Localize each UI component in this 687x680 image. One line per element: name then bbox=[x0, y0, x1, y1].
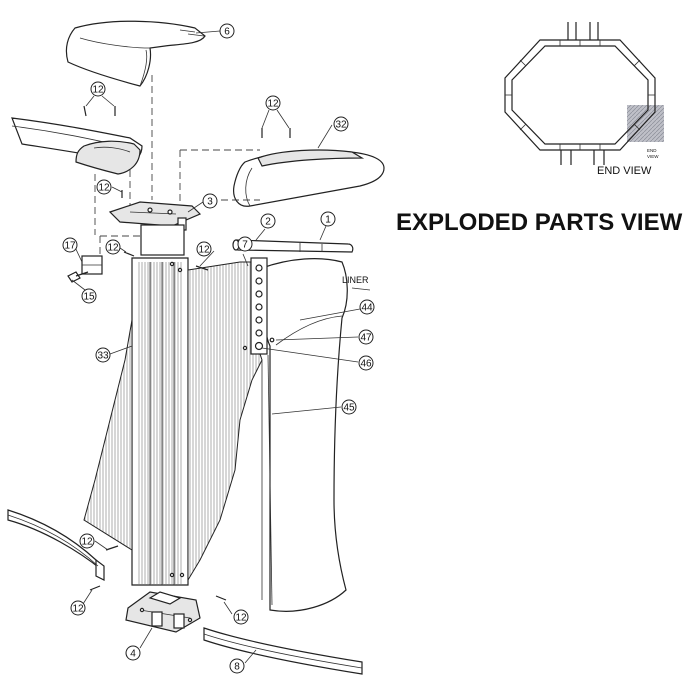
bottom-left-track bbox=[7, 509, 105, 581]
svg-text:12: 12 bbox=[81, 537, 93, 548]
svg-text:32: 32 bbox=[335, 120, 347, 131]
callout-4: 4 bbox=[125, 645, 141, 661]
callout-1: 1 bbox=[320, 211, 336, 227]
svg-text:15: 15 bbox=[83, 292, 95, 303]
callout-44: 44 bbox=[359, 299, 375, 315]
callout-12: 12 bbox=[196, 241, 212, 257]
page-title: EXPLODED PARTS VIEW bbox=[396, 209, 683, 236]
callout-47: 47 bbox=[358, 329, 374, 345]
svg-text:12: 12 bbox=[267, 99, 279, 110]
svg-text:8: 8 bbox=[234, 662, 240, 673]
part-1-2-pipe bbox=[232, 239, 354, 253]
callout-12: 12 bbox=[79, 533, 95, 549]
callout-12: 12 bbox=[265, 95, 281, 111]
callout-32: 32 bbox=[333, 116, 349, 132]
callout-33: 33 bbox=[95, 347, 111, 363]
callout-2: 2 bbox=[260, 213, 276, 229]
part-6-top-cap bbox=[65, 20, 206, 87]
part-32-top-rail bbox=[233, 149, 385, 207]
callout-12: 12 bbox=[105, 239, 121, 255]
callout-8: 8 bbox=[229, 658, 245, 674]
svg-text:12: 12 bbox=[72, 604, 84, 615]
svg-text:33: 33 bbox=[97, 351, 109, 362]
end-view-small-label-2: VIEW bbox=[647, 154, 659, 159]
svg-text:17: 17 bbox=[64, 241, 76, 252]
callout-46: 46 bbox=[358, 355, 374, 371]
svg-text:12: 12 bbox=[92, 85, 104, 96]
svg-text:12: 12 bbox=[235, 613, 247, 624]
svg-text:12: 12 bbox=[198, 245, 210, 256]
svg-text:12: 12 bbox=[107, 243, 119, 254]
part-33-upright bbox=[131, 224, 189, 586]
callout-7: 7 bbox=[237, 236, 253, 252]
svg-text:44: 44 bbox=[361, 303, 373, 314]
part-44-liner bbox=[261, 258, 348, 612]
bolts bbox=[83, 105, 291, 601]
end-view-label: END VIEW bbox=[597, 165, 652, 177]
liner-label: LINER bbox=[342, 275, 369, 285]
part-17-bracket bbox=[67, 255, 103, 283]
part-stabilizer-strip bbox=[242, 257, 275, 355]
svg-text:2: 2 bbox=[265, 217, 271, 228]
svg-text:3: 3 bbox=[207, 197, 213, 208]
svg-text:46: 46 bbox=[360, 359, 372, 370]
svg-text:1: 1 bbox=[325, 215, 331, 226]
callout-12: 12 bbox=[96, 179, 112, 195]
callout-17: 17 bbox=[62, 237, 78, 253]
svg-text:4: 4 bbox=[130, 649, 136, 660]
part-4-bottom-plate bbox=[125, 591, 201, 633]
callout-3: 3 bbox=[202, 193, 218, 209]
svg-text:45: 45 bbox=[343, 403, 355, 414]
leader-lines bbox=[71, 30, 371, 664]
svg-text:6: 6 bbox=[224, 27, 230, 38]
callout-45: 45 bbox=[341, 399, 357, 415]
svg-text:7: 7 bbox=[242, 240, 248, 251]
callout-6: 6 bbox=[219, 23, 235, 39]
callout-15: 15 bbox=[81, 288, 97, 304]
left-top-rail bbox=[11, 117, 143, 175]
part-8-bottom-track bbox=[203, 627, 363, 675]
end-view-small-label-1: END bbox=[647, 148, 657, 153]
svg-text:47: 47 bbox=[360, 333, 372, 344]
svg-text:12: 12 bbox=[98, 183, 110, 194]
callout-12: 12 bbox=[70, 600, 86, 616]
callout-12: 12 bbox=[90, 81, 106, 97]
callout-12: 12 bbox=[233, 609, 249, 625]
end-view-diagram: END VIEW END VIEW bbox=[504, 22, 664, 177]
